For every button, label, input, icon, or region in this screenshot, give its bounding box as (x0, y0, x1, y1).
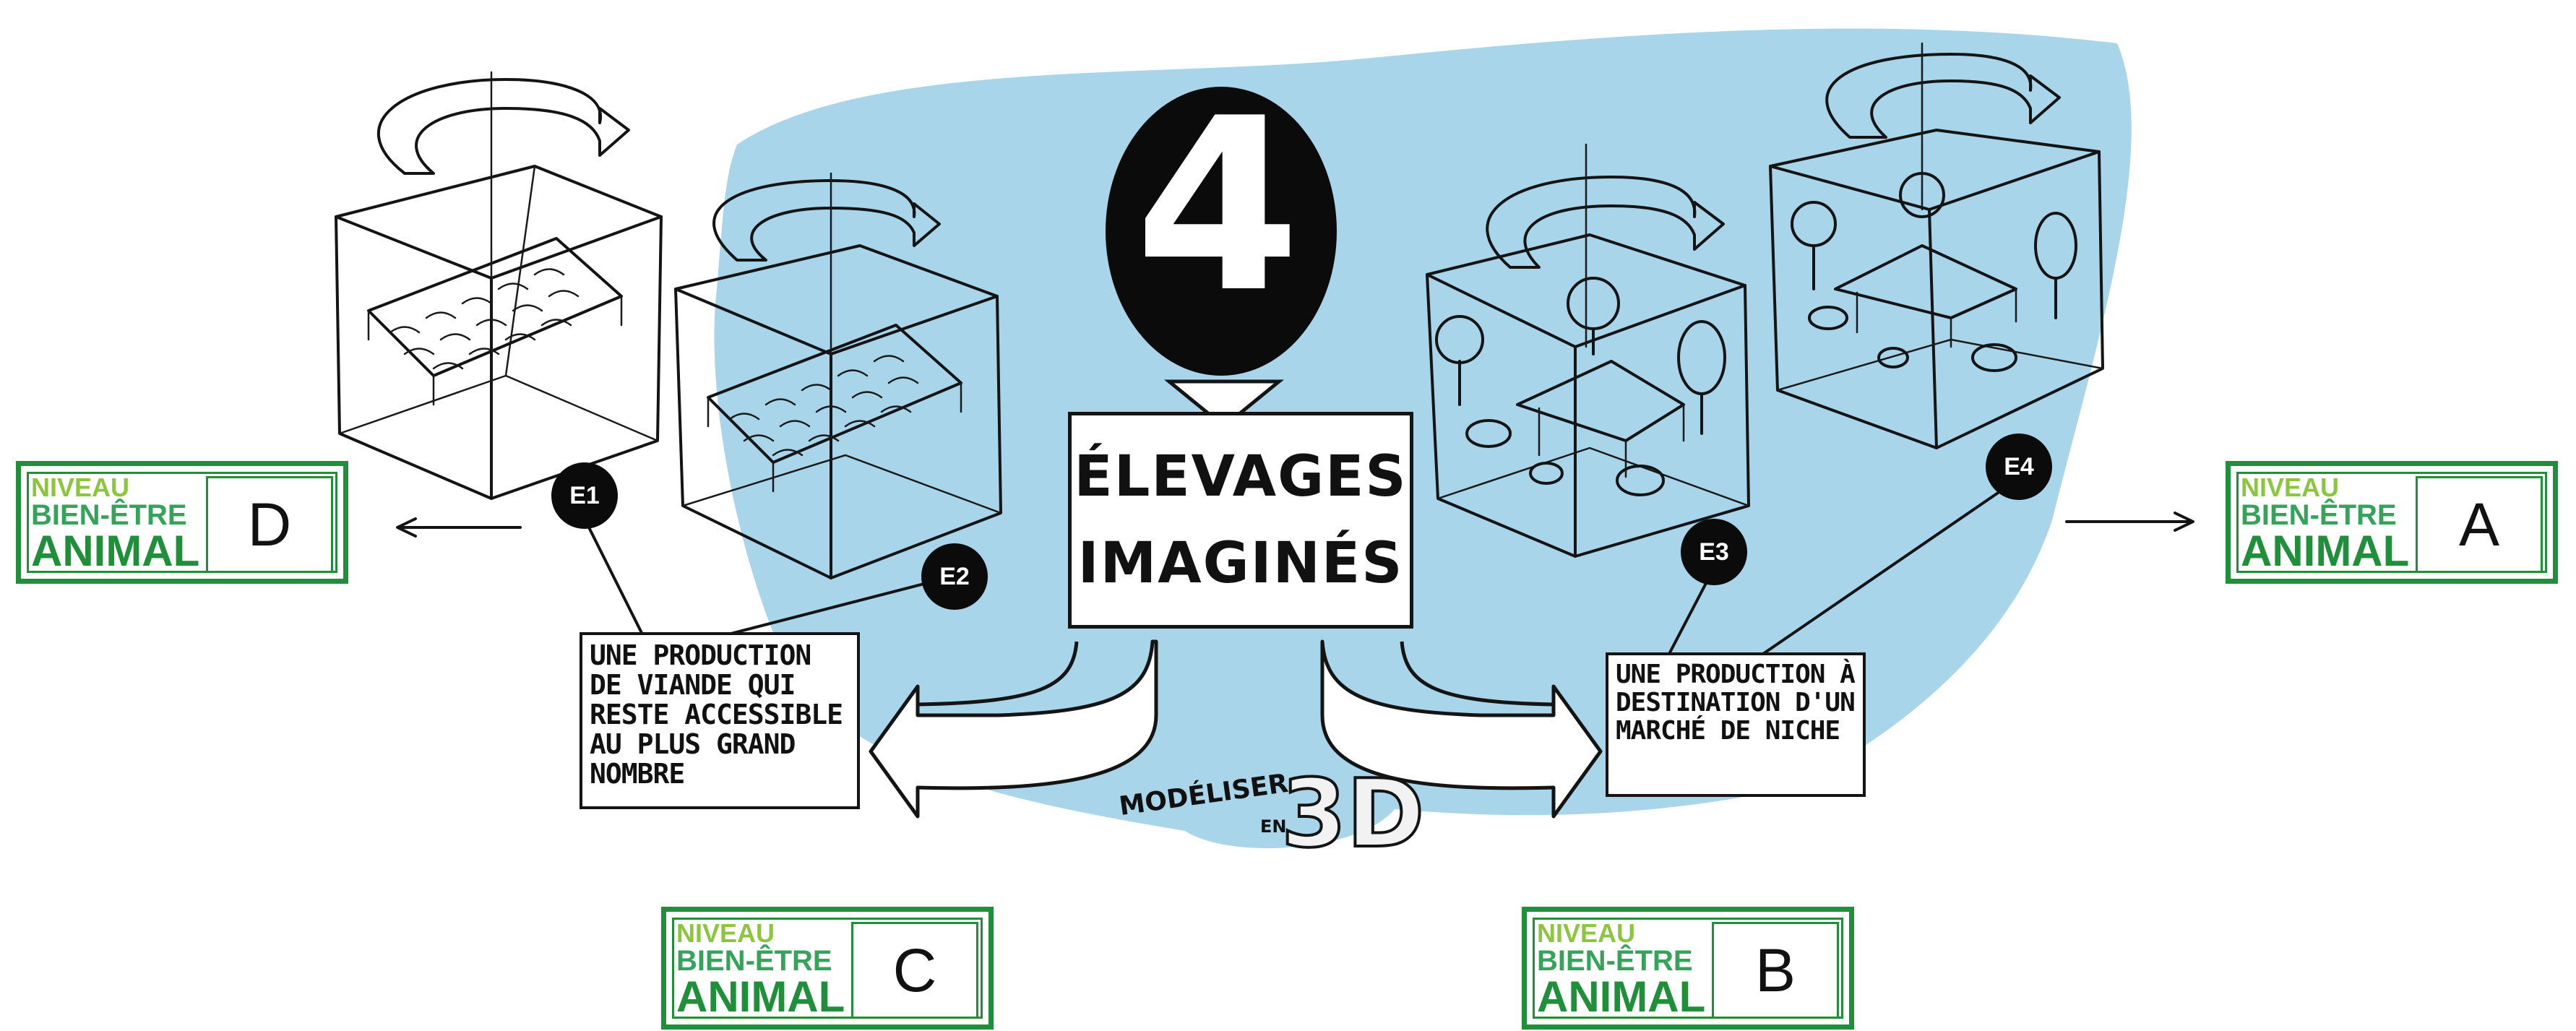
badge-c-line2: BIEN-ÊTRE (676, 945, 832, 977)
title-pointer (1163, 379, 1285, 429)
badge-d-line1: NIVEAU (31, 473, 130, 502)
cube-e1 (335, 71, 663, 500)
model-3d-label: MODÉLISER EN 3D (1117, 757, 1426, 870)
model-en: EN (1260, 816, 1287, 837)
badge-d-level: D (206, 476, 333, 573)
badge-b-level: B (1712, 922, 1839, 1019)
badge-b-line2: BIEN-ÊTRE (1537, 945, 1693, 977)
number-egg (1106, 87, 1337, 376)
badge-d-line2: BIEN-ÊTRE (31, 499, 187, 531)
cube-e4 (1769, 42, 2104, 449)
model-3d: 3D (1280, 757, 1426, 870)
scenario-count-number: 4 (1134, 67, 1301, 345)
cube-e2 (674, 172, 1002, 579)
cube-e3 (1426, 143, 1750, 558)
welfare-badge-d: NIVEAU BIEN-ÊTRE ANIMAL D (16, 461, 348, 584)
welfare-badge-b: NIVEAU BIEN-ÊTRE ANIMAL B (1522, 907, 1854, 1030)
badge-d-line3: ANIMAL (31, 527, 200, 575)
title-line-1: ÉLEVAGES (1074, 444, 1408, 509)
callout-right: UNE PRODUCTION À DESTINATION D'UN MARCHÉ… (1606, 652, 1866, 797)
scenario-tag-e2: E2 (921, 543, 988, 610)
callout-left: UNE PRODUCTION DE VIANDE QUI RESTE ACCES… (580, 632, 860, 809)
badge-a-line2: BIEN-ÊTRE (2241, 499, 2397, 531)
right-curved-arrow (1320, 639, 1603, 819)
badge-a-line3: ANIMAL (2241, 527, 2410, 575)
welfare-badge-c: NIVEAU BIEN-ÊTRE ANIMAL C (661, 907, 994, 1030)
title-line-2: IMAGINÉS (1077, 531, 1404, 596)
badge-c-line1: NIVEAU (676, 918, 775, 948)
scenario-tag-e3: E3 (1681, 519, 1747, 585)
badge-b-line1: NIVEAU (1537, 918, 1636, 948)
welfare-badge-a: NIVEAU BIEN-ÊTRE ANIMAL A (2226, 461, 2558, 584)
left-curved-arrow (869, 639, 1158, 819)
badge-c-level: C (851, 922, 978, 1019)
badge-c-line3: ANIMAL (676, 972, 845, 1021)
model-word: MODÉLISER (1117, 768, 1291, 822)
badge-b-line3: ANIMAL (1537, 972, 1706, 1021)
title-box: ÉLEVAGES IMAGINÉS (1068, 412, 1413, 629)
scenario-tag-e1: E1 (551, 462, 618, 529)
badge-a-level: A (2416, 476, 2543, 573)
scenario-tag-e4: E4 (1986, 433, 2052, 500)
badge-a-line1: NIVEAU (2241, 473, 2340, 502)
